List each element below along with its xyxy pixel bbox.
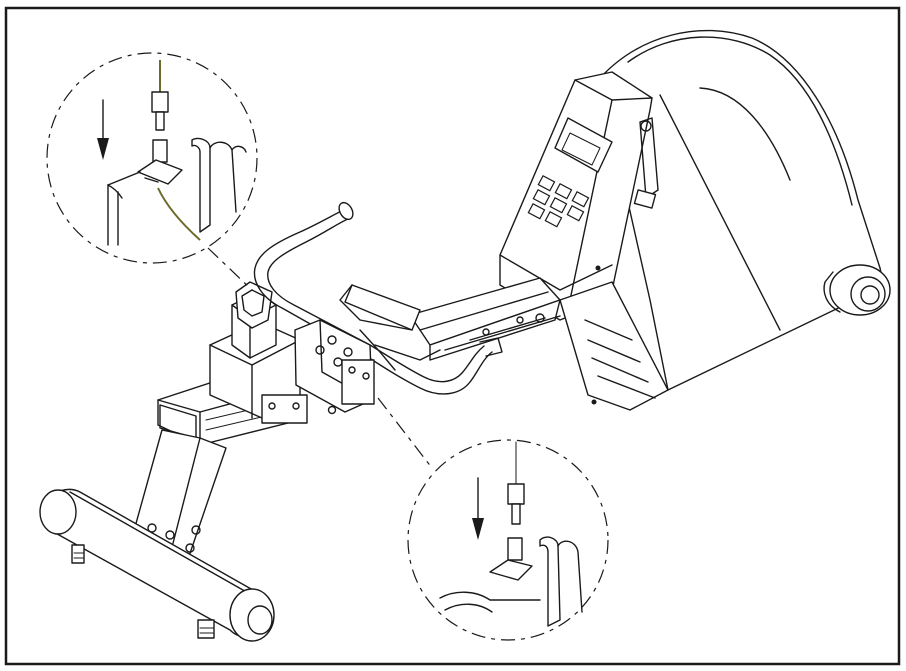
top-callout-leader xyxy=(207,247,253,291)
top-detail-callout xyxy=(46,52,258,264)
down-arrow-icon xyxy=(97,99,109,160)
flywheel-housing xyxy=(599,29,891,391)
bottom-callout-leader xyxy=(377,397,433,469)
seat-mount xyxy=(209,281,308,424)
lower-shroud xyxy=(559,281,669,411)
bracket-assembly xyxy=(294,284,441,415)
main-rail xyxy=(409,277,561,361)
down-arrow-icon xyxy=(472,477,484,540)
diagram-frame xyxy=(4,6,901,666)
console-tower xyxy=(499,71,659,321)
console-display xyxy=(554,117,613,173)
front-stabilizer xyxy=(39,488,275,642)
console-keypad xyxy=(527,174,590,228)
bottom-detail-callout xyxy=(407,439,609,641)
rear-wheel xyxy=(829,264,891,316)
